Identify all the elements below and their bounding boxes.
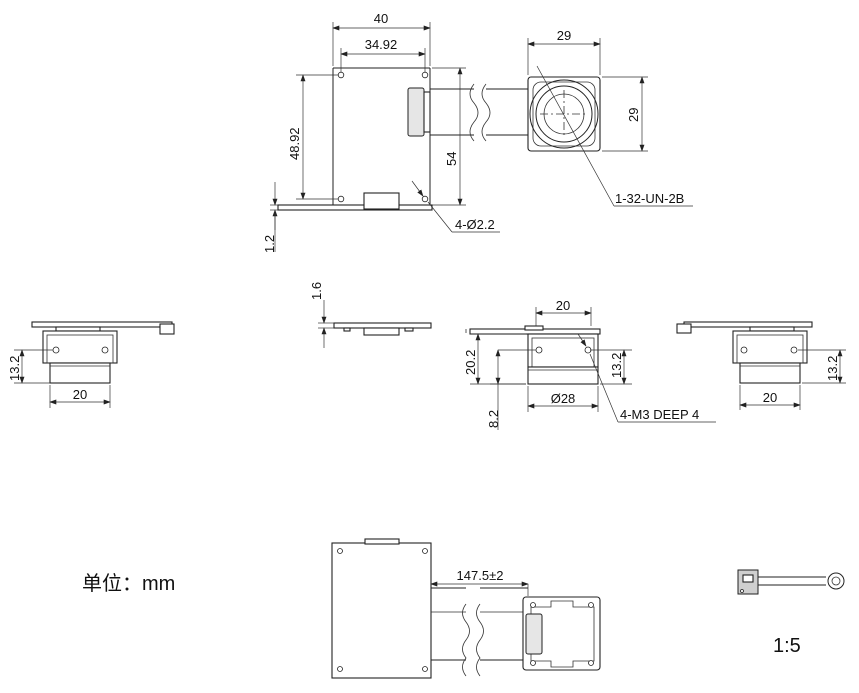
dim-label-right-width: 20 — [763, 390, 777, 405]
dim-label-width-holes: 34.92 — [365, 37, 398, 52]
dim-label-width-outer: 40 — [374, 11, 388, 26]
scale-label: 1:5 — [773, 635, 801, 657]
top-camera-head — [527, 76, 601, 152]
dim-label-front-height: 20.2 — [463, 350, 478, 375]
scale-thumbnail — [737, 569, 845, 595]
dim-34-92: 34.92 — [340, 37, 426, 72]
unit-label: 单位：mm — [82, 572, 175, 595]
dim-label-front-holes: 13.2 — [609, 353, 624, 378]
dim-29-w: 29 — [527, 28, 601, 75]
label-lens-thread: 1-32-UN-2B — [615, 191, 684, 206]
leader-thread: 1-32-UN-2B — [536, 65, 693, 207]
top-cable — [430, 83, 528, 142]
dim-label-head-width: 29 — [557, 28, 571, 43]
dim-1-2: 1.2 — [262, 182, 278, 253]
dim-label-front-offset: 8.2 — [486, 410, 501, 428]
dim-label-cable-length: 147.5±2 — [457, 568, 504, 583]
top-cable-connector — [407, 87, 431, 137]
dim-label-pcb-offset: 1.6 — [309, 282, 324, 300]
right-side-view: 13.2 20 — [676, 321, 846, 410]
dim-label-pcb-thickness: 1.2 — [262, 235, 277, 253]
dim-label-left-width: 20 — [73, 387, 87, 402]
dim-label-head-height: 29 — [626, 108, 641, 122]
top-pcb-board — [277, 67, 433, 211]
dim-29-h: 29 — [602, 76, 648, 152]
top-view: 40 34.92 48.92 54 1.2 — [262, 11, 693, 253]
top-mounting-holes — [337, 71, 429, 203]
dim-40: 40 — [332, 11, 431, 66]
dim-4-holes: 4-Ø2.2 — [411, 180, 500, 233]
dim-label-height-total: 54 — [444, 152, 459, 166]
bottom-view: 147.5±2 — [331, 538, 601, 679]
dim-54: 54 — [432, 67, 466, 206]
dim-48-92: 48.92 — [287, 74, 338, 200]
label-front-thread: 4-M3 DEEP 4 — [620, 407, 699, 422]
dim-label-left-height: 13.2 — [7, 356, 22, 381]
dim-label-mount-holes: 4-Ø2.2 — [455, 217, 495, 232]
middle-side-view: 1.6 — [309, 282, 432, 348]
dim-label-front-top-width: 20 — [556, 298, 570, 313]
dim-label-right-height: 13.2 — [825, 356, 840, 381]
front-view: 20 20.2 8.2 13.2 Ø28 4-M3 DEEP 4 — [463, 298, 716, 430]
dim-label-front-diameter: Ø28 — [551, 391, 576, 406]
left-side-view: 13.2 20 — [7, 321, 175, 408]
dim-label-height-holes: 48.92 — [287, 127, 302, 160]
